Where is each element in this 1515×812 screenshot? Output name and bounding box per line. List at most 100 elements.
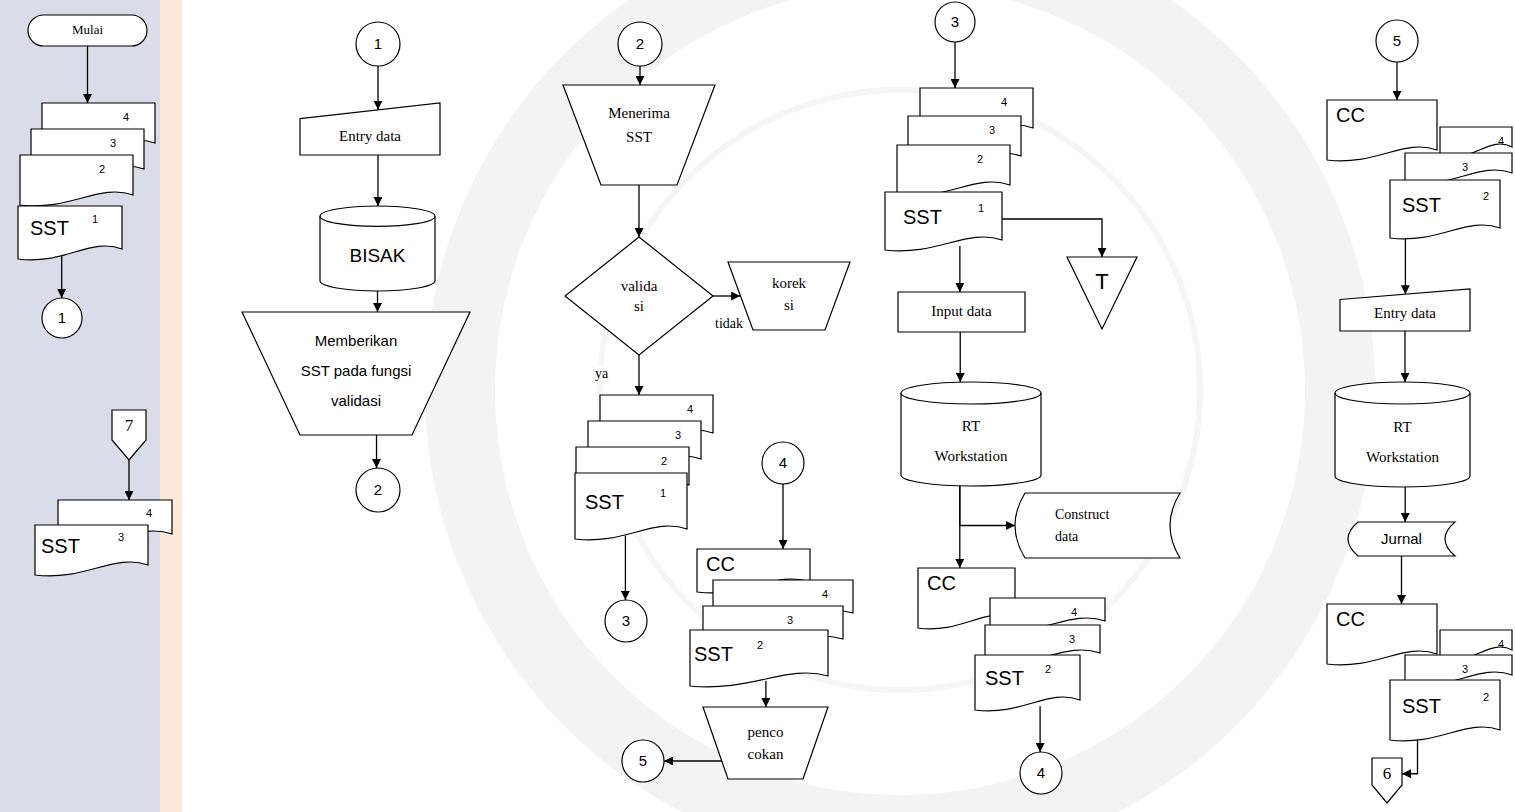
node-text: 1	[660, 487, 666, 500]
manual-operation: penco cokan	[703, 707, 828, 779]
node-text: 2	[636, 35, 644, 52]
node-text: 3	[787, 614, 793, 627]
shape-outline	[320, 206, 435, 291]
lane-band	[0, 0, 160, 812]
node-text: 2	[99, 163, 105, 176]
shape-outline	[1405, 153, 1512, 184]
shape-outline	[20, 155, 133, 206]
shape-outline	[563, 85, 715, 185]
node-text: 4	[146, 507, 152, 520]
shape-outline	[1390, 680, 1500, 741]
node-text: penco cokan	[744, 721, 788, 765]
document-page: SST2	[690, 630, 828, 688]
flow-arrow	[1404, 331, 1405, 382]
process-box: Input data	[898, 292, 1025, 332]
shape-outline	[690, 630, 828, 687]
lane-divider	[160, 0, 182, 812]
shape-outline	[935, 2, 975, 42]
flow-arrow	[377, 66, 378, 110]
flow-arrow	[377, 155, 378, 206]
node-text: 1	[978, 202, 984, 215]
node-text: SST	[694, 643, 733, 666]
stored-data: Construct data	[1015, 493, 1180, 558]
shape-outline	[35, 525, 148, 576]
node-text: 3	[110, 137, 116, 150]
shape-outline	[703, 707, 828, 779]
shape-outline	[356, 468, 400, 512]
document-page: SST2	[975, 655, 1080, 712]
shape-outline	[565, 237, 713, 355]
offpage-connector: 7	[112, 410, 146, 460]
node-text: RT Workstation	[926, 411, 1016, 471]
node-text: T	[1095, 269, 1108, 294]
node-text: 4	[822, 588, 828, 601]
node-text: RT Workstation	[1358, 412, 1448, 472]
node-text: 4	[1001, 96, 1007, 109]
flow-arrow	[625, 536, 626, 600]
node-text: 2	[1483, 190, 1489, 203]
connector-circle: 1	[42, 298, 82, 338]
database-cylinder: RT Workstation	[901, 382, 1041, 486]
node-text: 4	[123, 111, 129, 124]
shape-outline	[1372, 758, 1402, 803]
database-cylinder: RT Workstation	[1335, 382, 1470, 487]
document-page: 2	[897, 145, 1010, 197]
shape-outline	[1020, 752, 1062, 794]
connector-circle: 5	[622, 740, 664, 782]
connector-circle: 3	[605, 600, 647, 642]
document-page: SST2	[1390, 680, 1500, 742]
shape-outline	[885, 192, 1002, 252]
flow-arrow	[128, 460, 129, 500]
node-text: 2	[977, 153, 983, 166]
document-page: 2	[20, 155, 133, 207]
node-text: BISAK	[350, 245, 406, 267]
flow-arrow	[960, 332, 961, 382]
node-text: CC	[706, 553, 735, 576]
shape-outline	[885, 192, 1002, 251]
node-text: korek si	[767, 272, 811, 316]
manual-input: Entry data	[1340, 289, 1470, 331]
node-text: 2	[1045, 663, 1051, 676]
shape-outline	[1376, 20, 1418, 62]
flow-arrow	[1396, 62, 1397, 100]
shape-outline	[1340, 289, 1470, 331]
node-text: 3	[951, 13, 959, 30]
node-text: 2	[661, 455, 667, 468]
flow-arrow	[638, 185, 639, 237]
node-text: 1	[58, 309, 66, 326]
node-text: 1	[92, 213, 98, 226]
shape-outline	[622, 740, 664, 782]
node-text: Memberikan SST pada fungsi validasi	[301, 326, 412, 416]
terminator-shape: Mulai	[28, 15, 147, 46]
flow-arrow	[638, 355, 639, 395]
node-text: 4	[1071, 606, 1077, 619]
database-cylinder: BISAK	[320, 206, 435, 291]
watermark-ring	[600, 90, 1200, 690]
document-page: SST1	[18, 206, 122, 261]
node-text: CC	[927, 572, 956, 595]
node-text: SST	[41, 535, 80, 558]
shape-outline	[898, 292, 1025, 332]
node-text: 4	[779, 454, 787, 471]
connector-circle: 4	[762, 442, 804, 484]
shape-outline	[300, 103, 440, 155]
node-text: Entry data	[1374, 305, 1436, 322]
stored-data: Jurnal	[1348, 522, 1455, 556]
flow-arrow	[1401, 556, 1402, 604]
shape-outline	[901, 393, 1041, 404]
node-text: 3	[1069, 633, 1075, 646]
node-text: 3	[675, 429, 681, 442]
shape-outline	[728, 262, 850, 330]
shape-outline	[18, 206, 122, 260]
node-text: 6	[1383, 764, 1392, 784]
shape-outline	[112, 410, 146, 460]
node-text: SST	[585, 491, 624, 514]
document-page: SST1	[885, 192, 1002, 252]
node-text: Input data	[931, 303, 991, 320]
flow-arrow	[959, 484, 960, 568]
shape-outline	[320, 216, 435, 226]
shape-outline	[975, 655, 1080, 711]
flow-arrow	[1039, 706, 1040, 752]
connector-circle: 4	[1020, 752, 1062, 794]
